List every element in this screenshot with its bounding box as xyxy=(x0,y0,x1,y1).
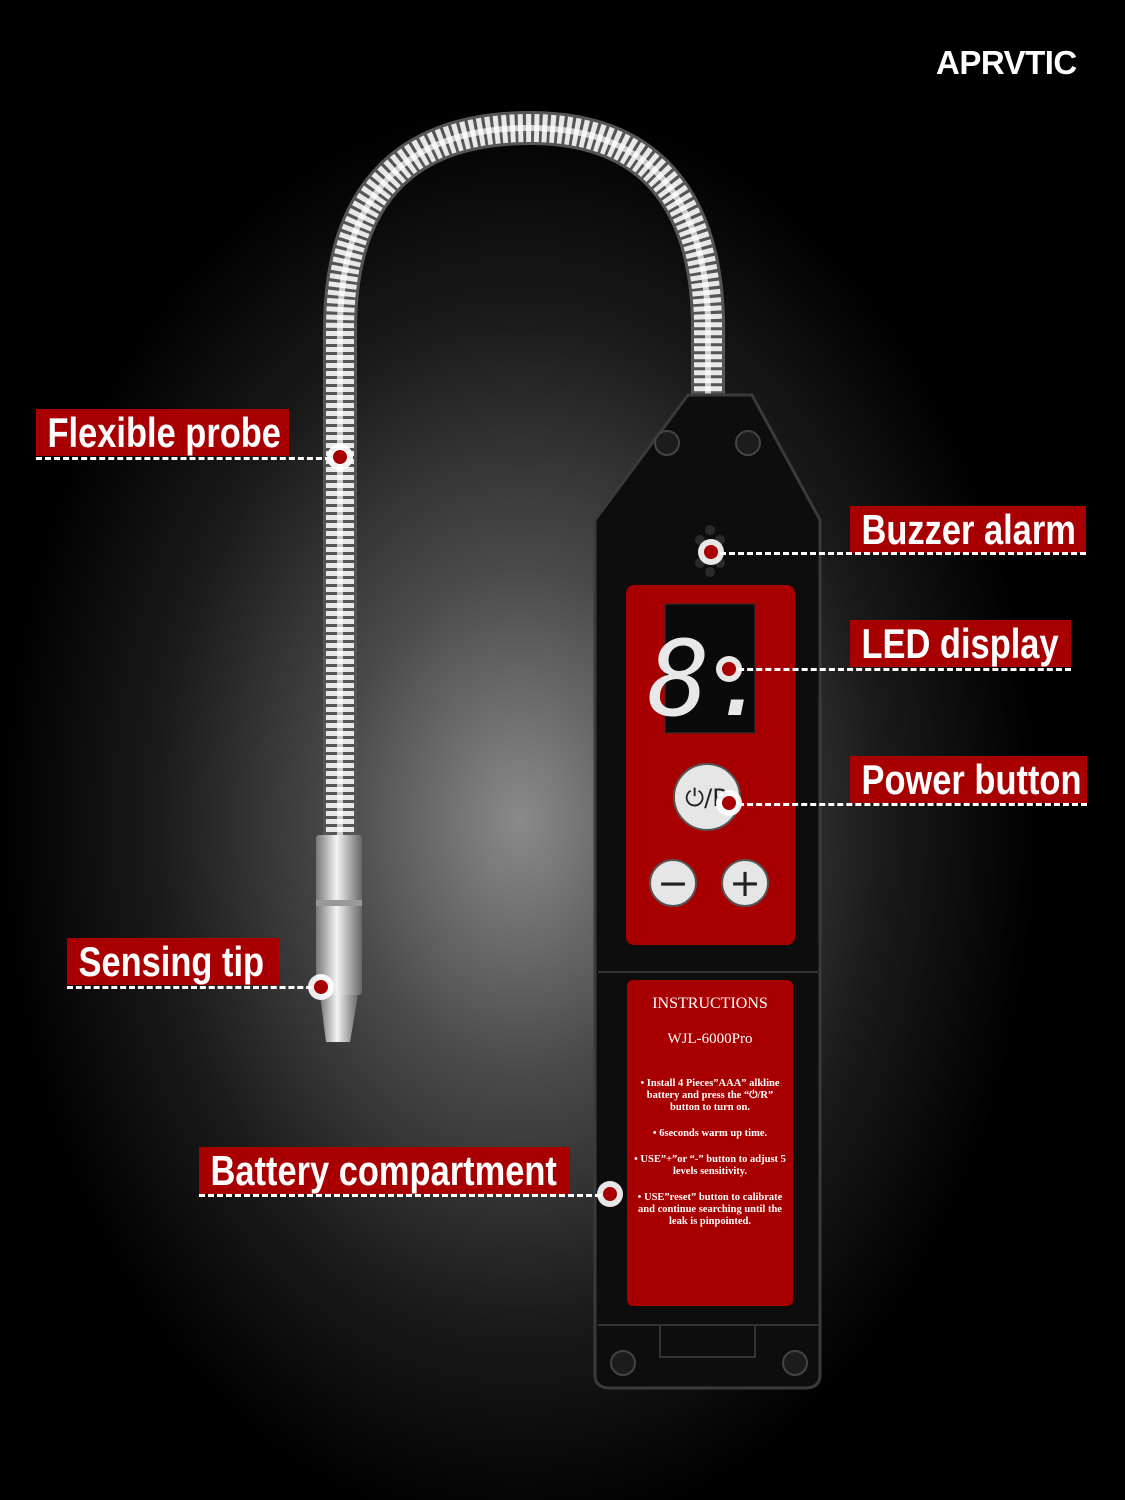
callout-line xyxy=(729,668,1071,671)
callout-flexible-probe: Flexible probe xyxy=(36,409,289,456)
callout-led-display: LED display xyxy=(850,620,1071,667)
instruction-item: 6seconds warm up time. xyxy=(633,1128,787,1140)
minus-button[interactable] xyxy=(649,859,697,907)
callout-marker xyxy=(597,1181,623,1207)
instruction-item: Install 4 Pieces”AAA” alkline battery an… xyxy=(633,1078,787,1114)
callout-line xyxy=(67,986,321,989)
buzzer-grille xyxy=(695,525,725,577)
callout-power-button: Power button xyxy=(850,756,1087,803)
instructions-panel: INSTRUCTIONS WJL-6000Pro Install 4 Piece… xyxy=(627,980,793,1305)
callout-marker xyxy=(698,539,724,565)
brand-logo: APRVTIC xyxy=(936,44,1077,81)
plus-button[interactable] xyxy=(721,859,769,907)
instructions-title: INSTRUCTIONS xyxy=(652,995,768,1012)
model-number: WJL-6000Pro xyxy=(667,1031,753,1047)
callout-line xyxy=(729,803,1087,806)
callout-marker xyxy=(308,974,334,1000)
instruction-item: USE”reset” button to calibrate and conti… xyxy=(633,1192,787,1228)
plus-icon: + xyxy=(729,861,761,905)
callout-battery-compartment: Battery compartment xyxy=(199,1147,570,1194)
minus-icon: − xyxy=(657,861,689,905)
callout-line xyxy=(36,457,340,460)
led-digit: 8. xyxy=(647,618,772,740)
instruction-item: USE”+”or “-” button to adjust 5 levels s… xyxy=(633,1154,787,1178)
callout-marker xyxy=(327,444,353,470)
callout-marker xyxy=(716,656,742,682)
callout-line xyxy=(711,552,1086,555)
callout-buzzer-alarm: Buzzer alarm xyxy=(850,506,1086,553)
callout-sensing-tip: Sensing tip xyxy=(67,938,279,985)
sensing-tip xyxy=(316,835,362,1042)
callout-line xyxy=(199,1194,610,1197)
flexible-probe xyxy=(323,110,725,840)
callout-marker xyxy=(716,790,742,816)
